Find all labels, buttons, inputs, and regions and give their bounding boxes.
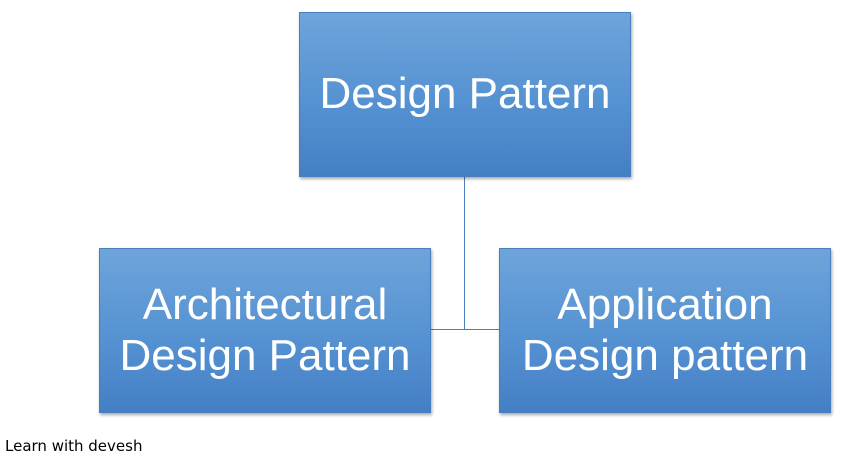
- child-node-application[interactable]: Application Design pattern: [499, 248, 831, 413]
- connector-left: [431, 329, 465, 330]
- child-node-architectural[interactable]: Architectural Design Pattern: [99, 248, 431, 413]
- root-node-label: Design Pattern: [319, 69, 611, 119]
- child-node-application-label: Application Design pattern: [521, 279, 809, 380]
- child-node-architectural-label: Architectural Design Pattern: [119, 279, 411, 380]
- connector-vertical: [464, 177, 465, 330]
- root-node-design-pattern[interactable]: Design Pattern: [299, 12, 631, 177]
- footer-caption: Learn with devesh: [5, 437, 143, 455]
- connector-right: [464, 329, 499, 330]
